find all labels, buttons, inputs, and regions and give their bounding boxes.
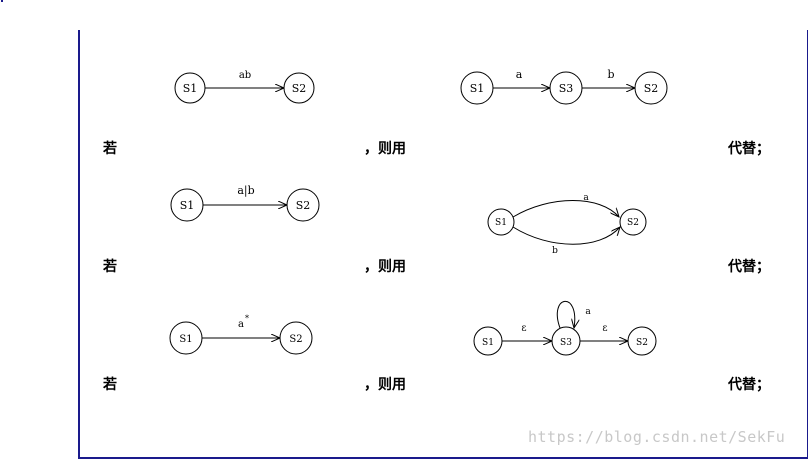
transition-arrow-bottom (512, 227, 620, 245)
state-label: S3 (559, 82, 574, 95)
watermark: https://blog.csdn.net/SekFu (528, 428, 786, 446)
rule-then-word: ，则用 (364, 377, 406, 393)
rule-replace-word: 代替； (728, 377, 770, 393)
diagram-a-star: S1 a * S2 (169, 314, 313, 355)
state-label: S2 (292, 82, 307, 95)
transition-label: a (238, 319, 244, 330)
state-label: S1 (482, 338, 494, 348)
state-label: S2 (296, 199, 311, 212)
diagram-a-then-b: S1 a S3 b S2 (460, 68, 668, 105)
transition-label-sup: * (245, 314, 249, 323)
transition-label: ε (521, 323, 526, 334)
diagram-a-or-b: S1 a|b S2 (170, 184, 320, 222)
state-label: S1 (495, 218, 507, 228)
diagram-ab: S1 ab S2 (174, 70, 315, 104)
rule-if-word: 若 (103, 259, 117, 275)
rule-replace-word: 代替； (728, 259, 770, 275)
diagram-epsilon-loop: S1 ε S3 a ε S2 (473, 300, 657, 356)
corner-dot (1, 0, 3, 2)
transition-label: ab (239, 70, 251, 81)
state-label: S2 (289, 334, 302, 345)
rule-if-word: 若 (103, 141, 117, 157)
state-node (286, 188, 320, 222)
self-loop-arrow (556, 300, 574, 328)
self-loop-label: a (585, 307, 591, 317)
state-label: S1 (470, 82, 485, 95)
transition-arrow-top (512, 200, 619, 218)
rule-then-word: ，则用 (364, 141, 406, 157)
transition-label-bottom: b (552, 246, 558, 256)
state-node (283, 72, 315, 104)
transition-label: b (607, 68, 614, 81)
rule-if-word: 若 (103, 377, 117, 393)
state-node (487, 208, 515, 236)
state-node (627, 326, 657, 356)
state-label: S2 (636, 338, 648, 348)
state-label: S2 (627, 218, 639, 228)
transition-label: a (516, 68, 523, 81)
state-node (634, 71, 668, 105)
transition-label-top: a (583, 193, 589, 203)
transition-label: ε (602, 323, 607, 334)
rule-then-word: ，则用 (364, 259, 406, 275)
state-label: S1 (180, 199, 195, 212)
rule-replace-word: 代替； (728, 141, 770, 157)
state-label: S1 (179, 334, 192, 345)
state-node (279, 321, 313, 355)
state-label: S3 (560, 338, 572, 348)
transition-label: a|b (237, 184, 254, 198)
diagram-a-or-b-parallel: S1 a b S2 (487, 193, 647, 256)
state-node (619, 208, 647, 236)
state-label: S1 (183, 82, 198, 95)
state-label: S2 (644, 82, 659, 95)
